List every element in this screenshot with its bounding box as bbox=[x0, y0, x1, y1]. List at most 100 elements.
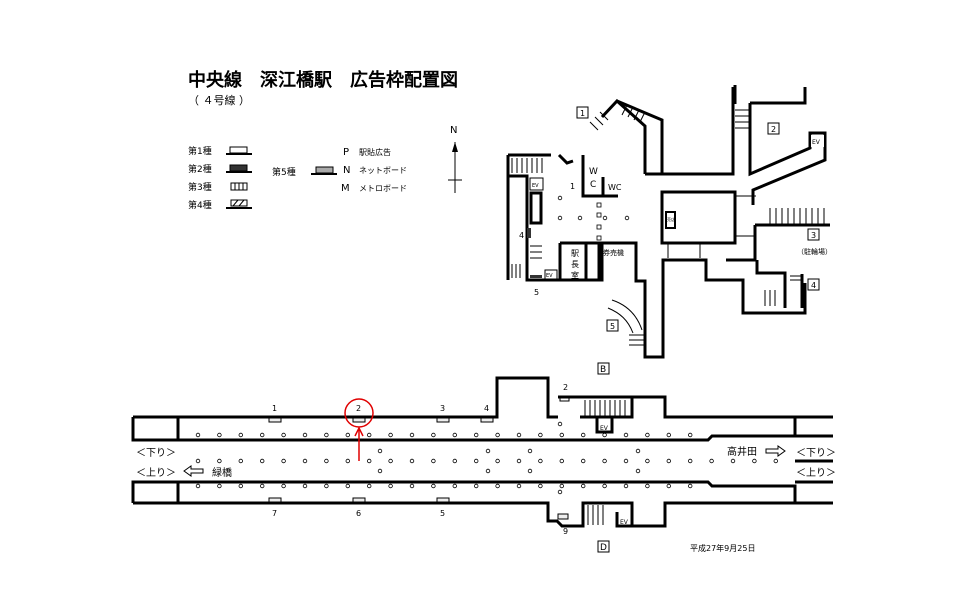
pillar bbox=[485, 448, 491, 454]
arrow-left-icon bbox=[183, 465, 204, 477]
destination-left: 緑橋 bbox=[212, 466, 232, 479]
pillar bbox=[559, 483, 564, 489]
type3-symbol-icon bbox=[230, 182, 248, 191]
wc-label: C bbox=[590, 180, 596, 190]
highlight-arrow-icon bbox=[354, 426, 364, 461]
pillar bbox=[645, 483, 650, 489]
concourse-map: EV EV EV W C WC 券売機 駅 長 室 売店 1 4 5 12345… bbox=[506, 85, 832, 375]
exit-number: 2 bbox=[771, 125, 776, 134]
parking-label: （駐輪場） bbox=[797, 247, 832, 256]
pillar bbox=[596, 212, 602, 218]
pillar bbox=[602, 483, 607, 489]
pillar bbox=[281, 458, 286, 464]
pillar bbox=[602, 432, 607, 438]
pillar bbox=[516, 432, 522, 438]
pillar bbox=[217, 458, 222, 464]
pillar bbox=[409, 432, 415, 438]
pillar bbox=[752, 458, 757, 464]
pillar bbox=[635, 468, 641, 474]
type1-ad bbox=[436, 417, 450, 423]
pillar bbox=[623, 458, 629, 464]
pillar bbox=[302, 483, 308, 489]
pillar bbox=[559, 432, 564, 438]
pillar bbox=[324, 458, 329, 464]
exit-number: 4 bbox=[811, 281, 816, 290]
ad-number: 3 bbox=[440, 404, 445, 413]
pillar bbox=[581, 483, 586, 489]
pillar bbox=[195, 458, 201, 464]
exit-box bbox=[576, 106, 589, 119]
pillar bbox=[596, 224, 602, 230]
ad-number: 1 bbox=[570, 182, 575, 191]
pillar bbox=[485, 468, 491, 474]
type1-ad bbox=[352, 417, 366, 423]
exit-box bbox=[606, 319, 619, 332]
pillar bbox=[367, 458, 372, 464]
pillar bbox=[559, 458, 564, 464]
pillar bbox=[495, 458, 500, 464]
page-title: 中央線 深江橋駅 広告枠配置図 bbox=[188, 69, 458, 91]
ad-number: 5 bbox=[440, 509, 445, 518]
ad-number: 1 bbox=[272, 404, 277, 413]
type2-ad bbox=[530, 275, 542, 278]
pillar bbox=[577, 215, 583, 221]
pillar bbox=[623, 483, 629, 489]
pillar bbox=[666, 432, 671, 438]
exit-box bbox=[807, 278, 820, 291]
pillar bbox=[581, 458, 586, 464]
exit-box bbox=[767, 122, 780, 135]
pillar bbox=[217, 432, 222, 438]
pillar bbox=[345, 432, 350, 438]
direction-down-left: ＜下り＞ bbox=[136, 447, 176, 459]
pillar bbox=[260, 432, 265, 438]
level-label-d: D bbox=[600, 543, 607, 553]
pillar bbox=[730, 458, 736, 464]
pillar bbox=[527, 448, 533, 454]
exit-number: 3 bbox=[811, 231, 816, 240]
pillar bbox=[538, 432, 543, 438]
pillar bbox=[324, 432, 329, 438]
legend-type-1: 第1種 bbox=[188, 145, 212, 157]
level-label-b: B bbox=[600, 365, 606, 375]
pillar bbox=[281, 483, 286, 489]
pillar bbox=[195, 483, 201, 489]
pillar bbox=[495, 432, 500, 438]
type4-symbol-icon bbox=[226, 199, 252, 209]
north-arrow-icon: N bbox=[448, 125, 462, 193]
pillar bbox=[431, 458, 436, 464]
line-subtitle: （ ４号線 ） bbox=[188, 93, 250, 107]
direction-up-right: ＜上り＞ bbox=[796, 467, 836, 479]
pillar bbox=[596, 202, 602, 208]
pillar bbox=[602, 215, 608, 221]
pillar bbox=[474, 458, 479, 464]
pillar bbox=[557, 195, 563, 201]
pillar bbox=[773, 458, 778, 464]
pillar bbox=[557, 215, 563, 221]
ev-label: EV bbox=[812, 139, 821, 146]
pillar bbox=[688, 432, 693, 438]
pillar bbox=[557, 489, 563, 495]
exit-box bbox=[807, 228, 820, 241]
pillar bbox=[557, 421, 563, 427]
pillar bbox=[260, 458, 265, 464]
destination-right: 高井田 bbox=[727, 445, 757, 458]
pillar bbox=[238, 432, 243, 438]
pillar bbox=[495, 483, 500, 489]
station-master-label: 駅 bbox=[571, 249, 579, 258]
type1-ad bbox=[480, 417, 494, 423]
pillar bbox=[302, 458, 308, 464]
wc-label: WC bbox=[608, 183, 622, 192]
pillar bbox=[388, 458, 393, 464]
ev-label: EV bbox=[620, 519, 629, 526]
pillar bbox=[377, 448, 383, 454]
pillar bbox=[666, 483, 671, 489]
pillar bbox=[238, 483, 243, 489]
legend: 第1種 第2種 第3種 第4種 第5種 P 駅貼広告 N ネットボード M メト… bbox=[188, 145, 407, 211]
pillar bbox=[538, 483, 543, 489]
legend-label-m: メトロボード bbox=[359, 184, 407, 193]
pillar bbox=[367, 432, 372, 438]
pillar bbox=[377, 468, 383, 474]
pillar bbox=[195, 432, 201, 438]
pillar bbox=[645, 432, 650, 438]
type1-symbol-icon bbox=[226, 146, 252, 155]
